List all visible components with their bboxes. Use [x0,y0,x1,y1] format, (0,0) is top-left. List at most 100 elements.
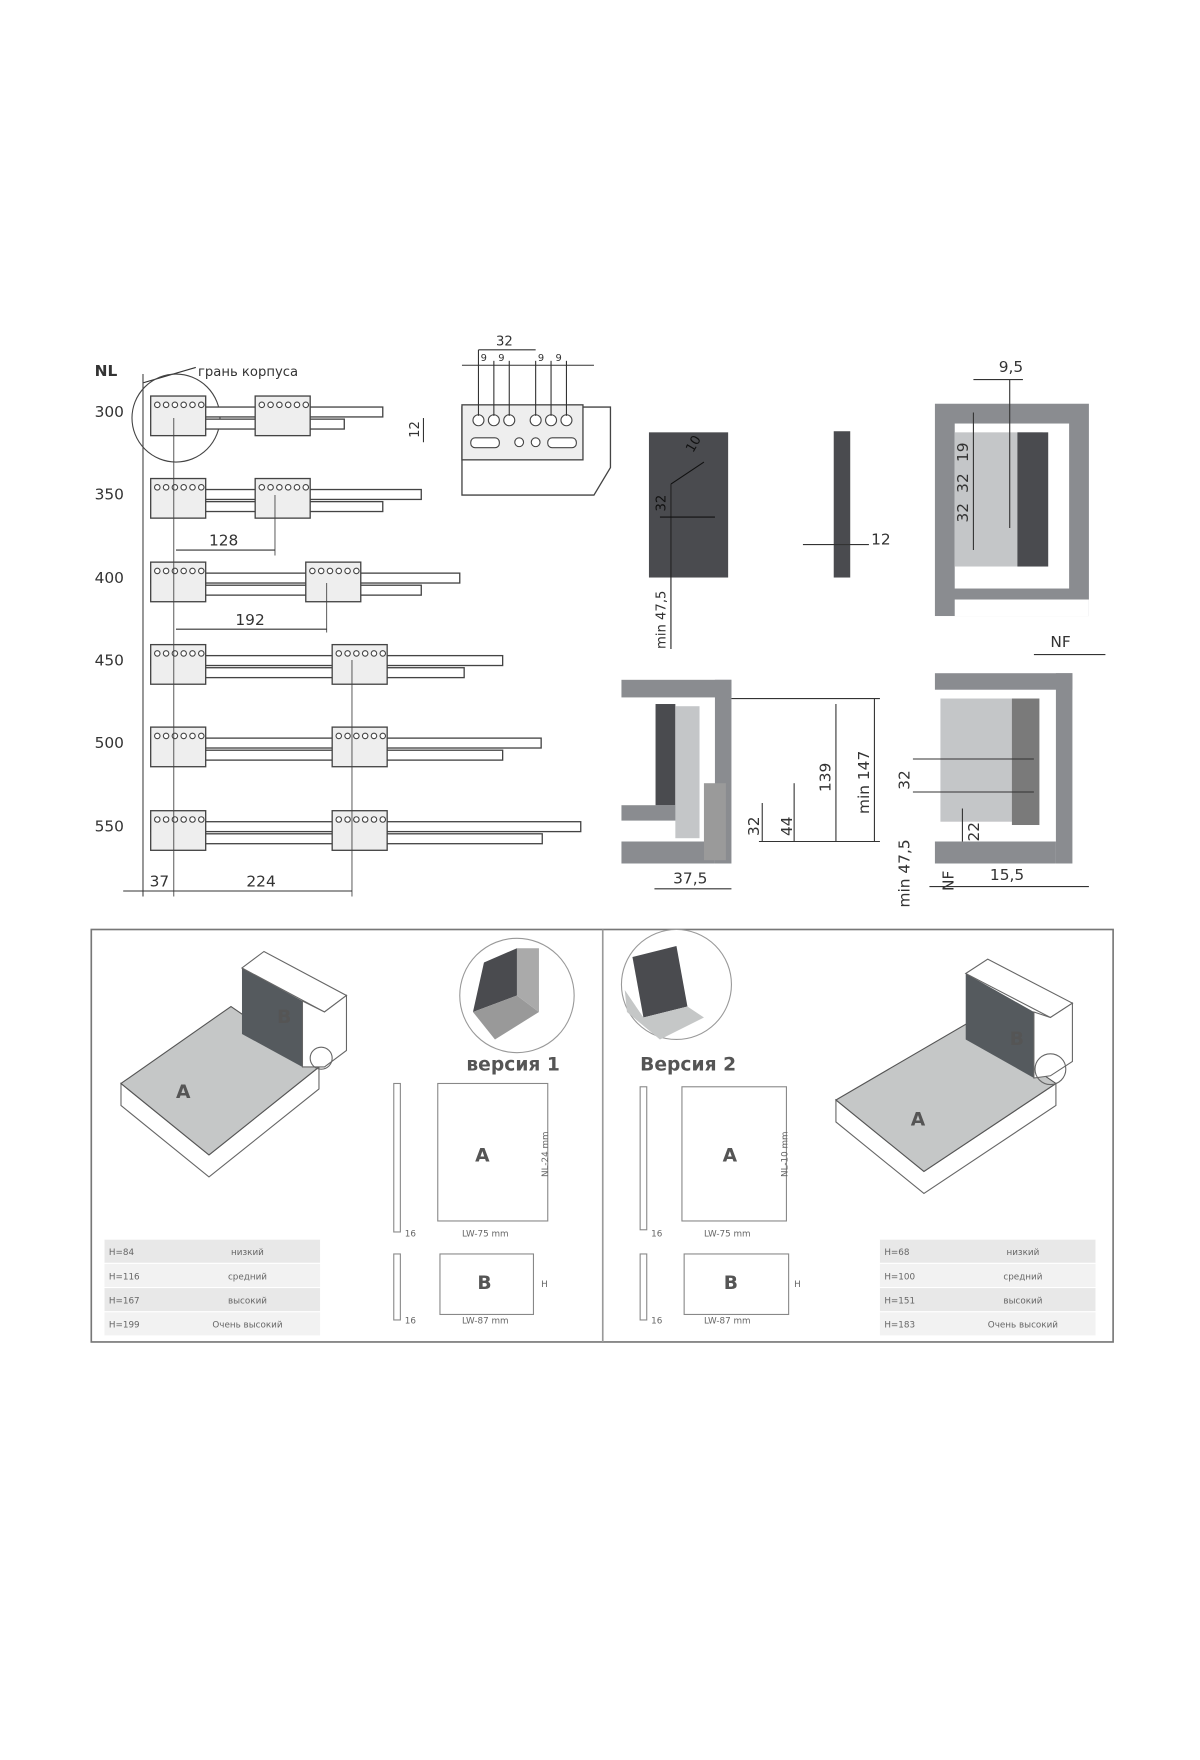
a-width: LW-75 mm [462,1229,509,1239]
mounting-bracket [305,561,362,603]
runner-row: 300 [95,395,384,437]
mounting-holes-detail: 32 9 9 9 9 12 [408,334,612,496]
dim-min-147: min 147 [855,751,873,814]
dim-224: 224 [246,873,275,891]
runner-row: 500 [95,726,542,768]
dim-9: 9 [538,353,544,364]
table-row [879,1288,1096,1312]
mounting-bracket [254,395,311,437]
side-panel: 12 [802,431,891,578]
nominal-length: 350 [95,485,124,503]
nl-label: NL [95,362,118,380]
dim-37-5: 37,5 [673,869,707,887]
b-width: LW-87 mm [462,1316,509,1326]
runner-row: 450 [95,643,504,685]
dim-32: 32 [496,334,513,349]
dim-9: 9 [498,353,504,364]
dim-min-47-5: min 47,5 [896,839,914,907]
version2-title: Версия 2 [640,1054,736,1075]
mounting-bracket [150,395,207,437]
b-height: H [794,1280,801,1290]
table-row [104,1312,321,1336]
a-width: LW-75 mm [704,1229,751,1239]
nominal-length: 300 [95,403,124,421]
thickness: 16 [651,1316,663,1326]
mounting-bracket [331,726,388,768]
dim-min-47-5: min 47,5 [654,591,669,649]
height-value: H=68 [884,1248,909,1258]
thickness: 16 [405,1316,417,1326]
dim-139: 139 [816,763,834,792]
side-section-view: 37,5 32 44 139 min 147 [621,679,880,890]
runner-rail [175,584,422,596]
version1-title: версия 1 [466,1054,560,1075]
label-b: B [1010,1029,1024,1050]
label-b: B [277,1007,291,1028]
height-name: Очень высокий [988,1321,1058,1331]
edge-leader [142,366,196,384]
panel-b-label: B [477,1273,491,1294]
cabinet-edge-label: грань корпуса [198,365,298,380]
thickness: 16 [405,1229,417,1239]
front-panel-drilling: 10 32 min 47,5 [648,432,729,650]
table-row [879,1312,1096,1336]
mounting-bracket [331,643,388,685]
height-name: низкий [1006,1248,1039,1258]
height-value: H=84 [109,1248,135,1258]
table-row [879,1263,1096,1287]
b-width: LW-87 mm [704,1316,751,1326]
nominal-length: 450 [95,652,124,670]
mounting-bracket [150,561,207,603]
drawer-versions-panel: A B версия 1 A B LW-75 mm NL-24 mm LW-87… [90,928,1114,1343]
dim-32: 32 [954,503,972,523]
nominal-length: 400 [95,569,124,587]
dim-22: 22 [965,822,983,842]
dim-9: 9 [555,353,561,364]
label-a: A [176,1082,191,1103]
dim-128: 128 [209,532,238,550]
mounting-bracket [150,643,207,685]
mounting-bracket [150,477,207,519]
runner-row: 550 [95,810,582,851]
a-height: NL-24 mm [541,1131,551,1177]
table-row [104,1263,321,1287]
dim-32: 32 [745,816,763,836]
height-value: H=100 [884,1272,915,1282]
dim-9: 9 [481,353,487,364]
mounting-bracket [150,726,207,768]
version1-isometric: A B версия 1 A B LW-75 mm NL-24 mm LW-87… [120,937,575,1326]
thickness: 16 [651,1229,663,1239]
height-name: средний [228,1272,267,1282]
dim-15-5: 15,5 [990,866,1024,884]
mounting-bracket [254,477,311,519]
dim-32: 32 [896,770,914,790]
dim-37: 37 [150,873,170,891]
dim-32: 32 [654,495,669,512]
height-value: H=151 [884,1296,915,1306]
height-name: высокий [1003,1296,1042,1306]
height-value: H=199 [109,1321,140,1331]
height-name: Очень высокий [212,1321,282,1331]
dim-12: 12 [408,421,423,438]
nf-label: NF [1050,633,1070,651]
b-height: H [541,1280,548,1290]
dim-44: 44 [778,816,796,836]
panel-a-label: A [475,1146,490,1167]
runner-rail [175,667,465,679]
runner-row: 400 [95,561,461,603]
height-name: низкий [231,1248,264,1258]
dim-9-5: 9,5 [999,358,1023,376]
panel-a-label: A [723,1146,738,1167]
mounting-bracket [331,810,388,851]
dim-19: 19 [954,442,972,462]
rear-section-view: NF 32 22 min 47,5 NF 15,5 [896,633,1106,907]
top-section-view: 9,5 19 32 32 [934,358,1089,617]
panel-b-label: B [724,1273,738,1294]
height-value: H=183 [884,1321,915,1331]
nominal-length: 500 [95,734,124,752]
table-row [879,1239,1096,1263]
